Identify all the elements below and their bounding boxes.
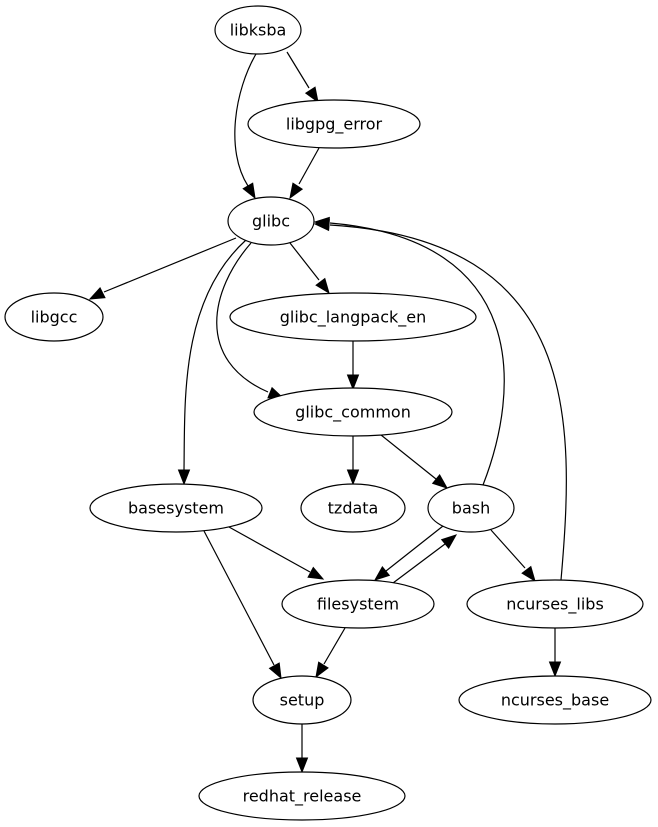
edge-glibc-to-libgcc — [88, 237, 237, 300]
edge-bash-to-glibc — [313, 216, 505, 486]
edge-line — [286, 51, 310, 89]
edge-ncurses-libs-to-ncurses-base — [548, 628, 562, 678]
edge-line — [103, 237, 237, 293]
edge-setup-to-redhat-release — [295, 724, 309, 774]
node-ncurses-libs[interactable]: ncurses_libs — [466, 579, 644, 629]
arrowhead-icon — [313, 218, 330, 232]
edge-line — [228, 526, 311, 573]
node-shape — [4, 292, 104, 342]
edge-glibc-langpack-en-to-glibc-common — [346, 341, 360, 391]
node-redhat-release[interactable]: redhat_release — [198, 771, 406, 821]
arrowhead-icon — [289, 182, 304, 200]
node-label: glibc — [252, 212, 290, 231]
edge-line — [216, 242, 269, 393]
node-shape — [229, 292, 477, 342]
arrowhead-icon — [373, 565, 391, 581]
node-libksba[interactable]: libksba — [214, 5, 302, 55]
edge-line — [385, 525, 444, 572]
node-label: glibc_common — [295, 403, 411, 423]
node-label: libgcc — [31, 308, 78, 327]
node-label: setup — [280, 691, 325, 710]
edge-line — [323, 627, 346, 665]
node-label: libksba — [230, 21, 287, 40]
edge-libgpg-error-to-glibc — [289, 147, 320, 200]
node-label: ncurses_libs — [506, 595, 604, 615]
edge-bash-to-filesystem — [373, 525, 444, 581]
node-shape — [198, 771, 406, 821]
edge-line — [183, 239, 247, 471]
node-shape — [253, 387, 453, 437]
edge-line — [380, 434, 437, 480]
node-shape — [214, 5, 302, 55]
node-tzdata[interactable]: tzdata — [300, 483, 406, 533]
node-shape — [227, 196, 315, 246]
node-bash[interactable]: bash — [427, 483, 515, 533]
arrowhead-icon — [346, 469, 360, 486]
node-setup[interactable]: setup — [252, 675, 352, 725]
edge-glibc-to-glibc-langpack-en — [289, 242, 330, 295]
edge-glibc-to-basesystem — [177, 239, 247, 486]
node-label: basesystem — [128, 499, 224, 518]
arrowhead-icon — [177, 469, 191, 486]
edge-glibc-common-to-tzdata — [346, 436, 360, 486]
node-shape — [466, 579, 644, 629]
edge-line — [298, 147, 320, 185]
node-glibc-langpack-en[interactable]: glibc_langpack_en — [229, 292, 477, 342]
node-filesystem[interactable]: filesystem — [281, 579, 435, 629]
edge-ncurses-libs-to-glibc — [313, 218, 567, 581]
node-label: filesystem — [317, 595, 399, 614]
arrowhead-icon — [440, 534, 458, 550]
edge-libksba-to-glibc — [234, 53, 257, 200]
node-libgcc[interactable]: libgcc — [4, 292, 104, 342]
arrowhead-icon — [268, 662, 282, 680]
node-basesystem[interactable]: basesystem — [89, 483, 263, 533]
arrowhead-icon — [242, 182, 256, 200]
edge-line — [329, 222, 505, 486]
edge-glibc-common-to-bash — [380, 434, 449, 489]
node-label: bash — [452, 499, 490, 518]
node-glibc-common[interactable]: glibc_common — [253, 387, 453, 437]
edge-line — [203, 530, 275, 666]
node-ncurses-base[interactable]: ncurses_base — [458, 675, 652, 725]
arrowhead-icon — [315, 277, 330, 295]
node-label: tzdata — [328, 499, 379, 518]
node-shape — [300, 483, 406, 533]
edge-line — [234, 53, 257, 187]
node-label: ncurses_base — [501, 691, 609, 711]
edge-libksba-to-libgpg-error — [286, 51, 319, 104]
edge-line — [392, 543, 446, 584]
node-shape — [252, 675, 352, 725]
node-libgpg-error[interactable]: libgpg_error — [247, 99, 421, 149]
node-shape — [247, 99, 421, 149]
edge-line — [289, 242, 320, 281]
node-shape — [427, 483, 515, 533]
arrowhead-icon — [346, 374, 360, 391]
edge-basesystem-to-filesystem — [228, 526, 325, 580]
node-shape — [89, 483, 263, 533]
edge-filesystem-to-bash — [392, 534, 458, 584]
node-shape — [458, 675, 652, 725]
arrowhead-icon — [88, 286, 106, 300]
edge-line — [490, 529, 526, 569]
edge-line — [329, 224, 567, 581]
arrowhead-icon — [431, 473, 449, 489]
edge-bash-to-ncurses-libs — [490, 529, 536, 583]
edge-basesystem-to-setup — [203, 530, 282, 680]
node-shape — [281, 579, 435, 629]
arrowhead-icon — [307, 566, 325, 580]
arrowhead-icon — [521, 565, 536, 583]
edge-filesystem-to-setup — [315, 627, 346, 679]
arrowhead-icon — [304, 86, 319, 104]
node-label: glibc_langpack_en — [280, 308, 427, 328]
node-label: redhat_release — [243, 787, 362, 807]
arrowhead-icon — [315, 661, 329, 679]
arrowhead-icon — [548, 661, 562, 678]
arrowhead-icon — [295, 757, 309, 774]
edges-layer — [88, 51, 567, 774]
node-glibc[interactable]: glibc — [227, 196, 315, 246]
node-label: libgpg_error — [286, 115, 383, 135]
